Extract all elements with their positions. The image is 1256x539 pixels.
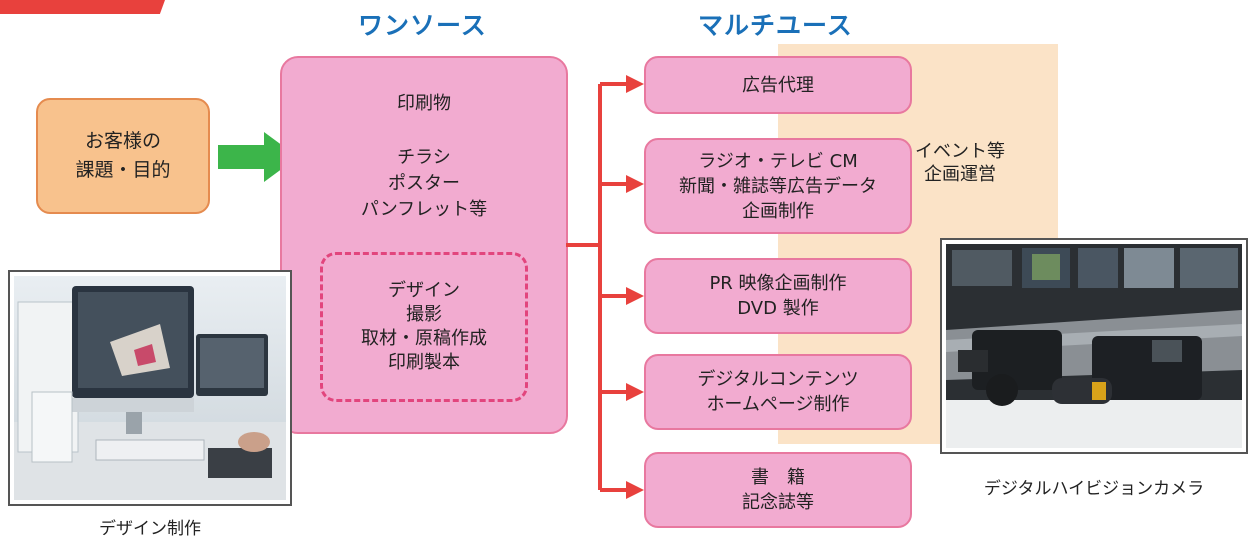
event-label: イベント等 企画運営 bbox=[905, 140, 1015, 186]
multi-use-box-video: PR 映像企画制作 DVD 製作 bbox=[644, 258, 912, 334]
design-photo-caption: デザイン制作 bbox=[99, 519, 201, 539]
multi-use-line: 広告代理 bbox=[742, 74, 814, 96]
heading-one-source: ワンソース bbox=[358, 11, 487, 40]
service-design: デザイン bbox=[388, 280, 460, 301]
customer-line-1: お客様の bbox=[84, 130, 161, 152]
source-print-label: 印刷物 bbox=[397, 93, 451, 114]
customer-box: お客様の 課題・目的 bbox=[36, 98, 210, 214]
multi-use-line: ラジオ・テレビ CM bbox=[698, 150, 858, 172]
arrow-head-icon bbox=[626, 287, 644, 305]
multi-use-box-advertising: 広告代理 bbox=[644, 56, 912, 114]
event-line-1: イベント等 bbox=[915, 141, 1005, 162]
hd-camera-icon bbox=[946, 244, 1242, 448]
service-printing: 印刷製本 bbox=[388, 352, 460, 373]
service-writing: 取材・原稿作成 bbox=[361, 328, 487, 349]
design-photo bbox=[8, 270, 292, 506]
multi-use-line: 記念誌等 bbox=[742, 492, 814, 513]
service-photography: 撮影 bbox=[406, 304, 442, 325]
multi-use-box-digital: デジタルコンテンツ ホームページ制作 bbox=[644, 354, 912, 430]
multi-use-line: 書 籍 bbox=[751, 467, 805, 488]
multi-use-box-books: 書 籍 記念誌等 bbox=[644, 452, 912, 528]
multi-use-line: 企画制作 bbox=[742, 200, 814, 222]
multi-use-line: PR 映像企画制作 bbox=[709, 273, 847, 294]
multi-use-line: ホームページ制作 bbox=[706, 394, 850, 415]
customer-line-2: 課題・目的 bbox=[75, 159, 171, 181]
heading-multi-use: マルチユース bbox=[698, 11, 853, 40]
arrow-head-icon bbox=[626, 383, 644, 401]
green-arrow-icon bbox=[218, 132, 298, 182]
source-poster-label: ポスター bbox=[388, 173, 460, 194]
arrow-head-icon bbox=[626, 481, 644, 499]
camera-photo bbox=[940, 238, 1248, 454]
production-services-box: デザイン 撮影 取材・原稿作成 印刷製本 bbox=[320, 252, 528, 402]
arrow-head-icon bbox=[626, 75, 644, 93]
arrow-head-icon bbox=[626, 175, 644, 193]
event-line-2: 企画運営 bbox=[924, 164, 996, 185]
multi-use-line: DVD 製作 bbox=[737, 298, 819, 319]
multi-use-line: 新聞・雑誌等広告データ bbox=[679, 175, 877, 197]
source-pamphlet-label: パンフレット等 bbox=[360, 199, 488, 220]
source-flyer-label: チラシ bbox=[397, 147, 451, 168]
multi-use-line: デジタルコンテンツ bbox=[697, 369, 859, 390]
camera-photo-caption: デジタルハイビジョンカメラ bbox=[983, 479, 1205, 499]
design-workstation-icon bbox=[14, 276, 286, 500]
multi-use-box-media: ラジオ・テレビ CM 新聞・雑誌等広告データ 企画制作 bbox=[644, 138, 912, 234]
